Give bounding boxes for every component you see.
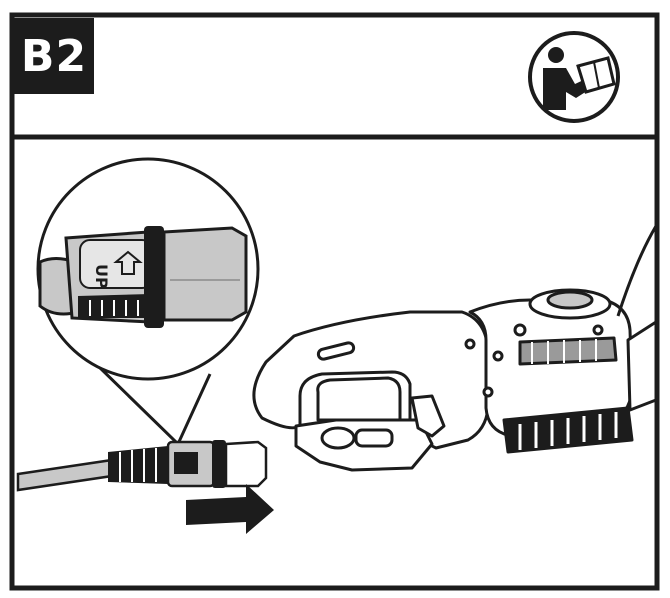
extension-cord: [16, 440, 268, 492]
read-manual-icon: [528, 31, 620, 123]
outer-border: [9, 12, 660, 591]
connector-up-label: UP: [92, 264, 111, 289]
push-direction-arrow-icon: [186, 484, 274, 534]
tool-body: [252, 225, 658, 472]
step-label: B2: [14, 18, 94, 94]
connector-callout: UP: [36, 157, 260, 447]
